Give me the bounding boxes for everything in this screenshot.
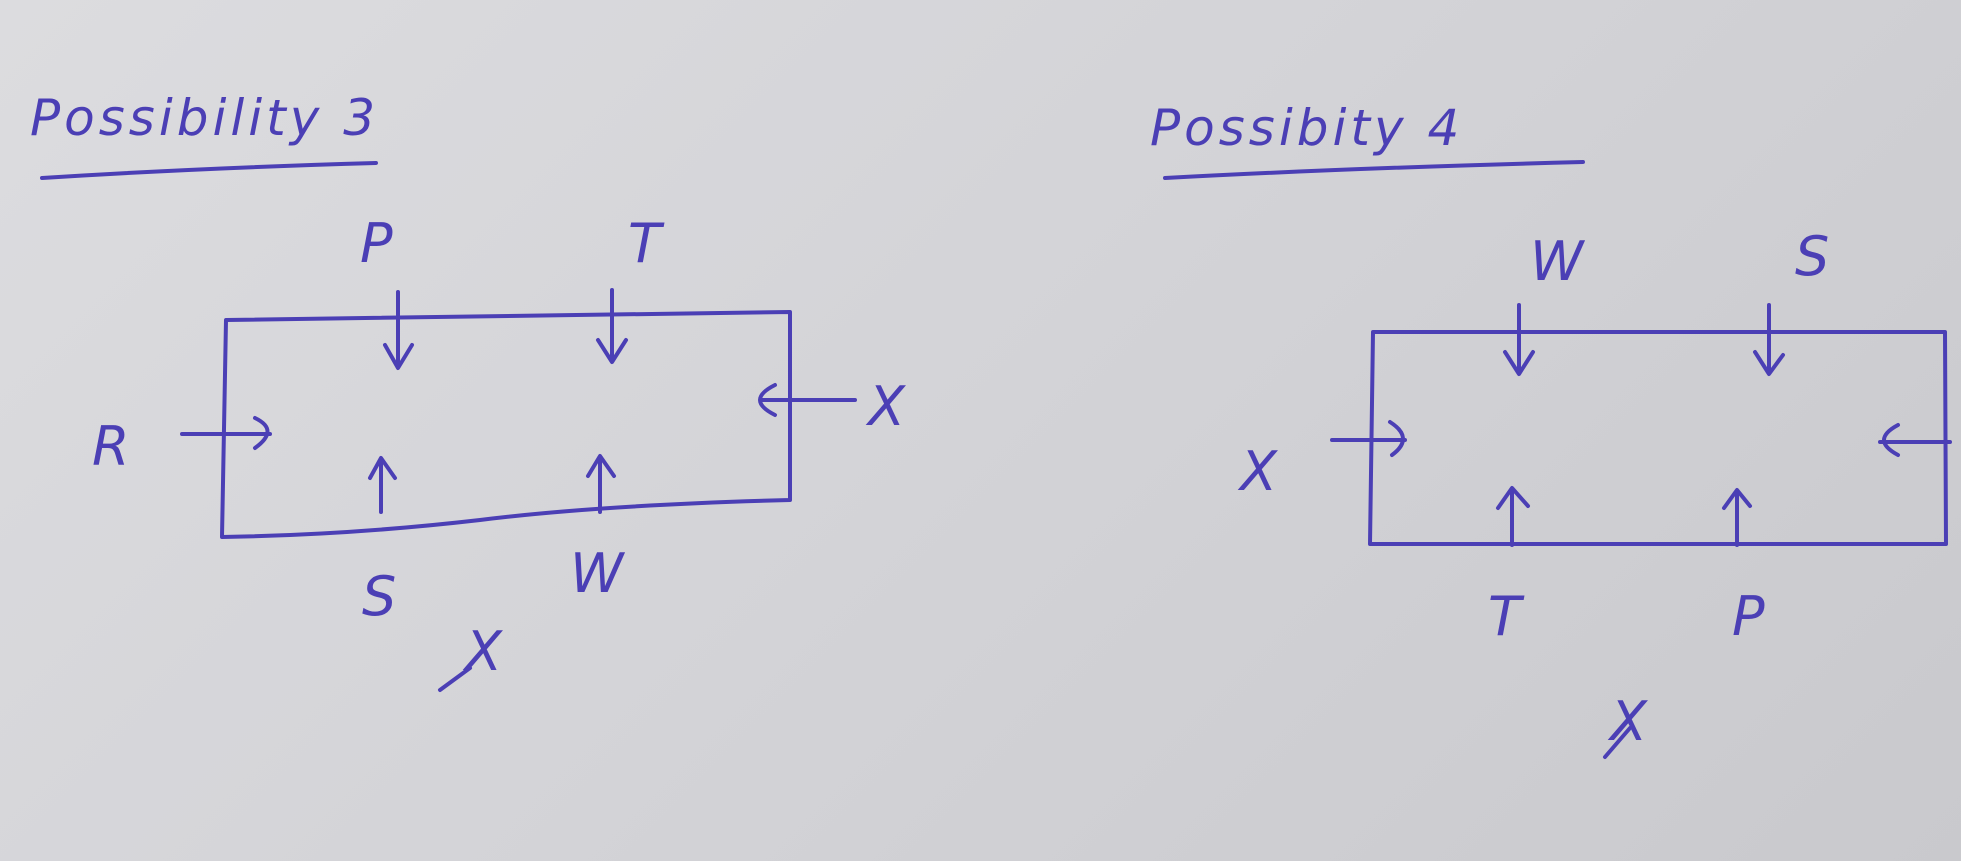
seat-top-2: S [1795,225,1829,288]
possibility-4: Possibity 4 W S T P X X [1150,99,1952,759]
seat-right: X [865,375,906,438]
excluded-person: X [462,620,503,683]
excluded-stroke [1603,726,1632,759]
excluded-person: X [1607,690,1648,753]
seat-bottom-1: T [1488,585,1525,648]
possibility-3: Possibility 3 P T S W R X X [30,89,906,692]
seat-bottom-2: P [1732,585,1765,648]
title-possibility-3: Possibility 3 [30,89,379,147]
title-possibility-4: Possibity 4 [1150,99,1463,157]
seat-bottom-1: S [362,565,396,628]
table-rectangle [220,310,792,539]
table-rectangle [1368,330,1948,546]
title-underline [1163,160,1585,180]
seat-top-1: W [1530,230,1586,293]
excluded-stroke [438,666,472,692]
seat-top-2: T [628,212,665,275]
seat-left: X [1237,440,1278,503]
title-underline [40,161,378,180]
facing-arrows [180,288,857,514]
facing-arrows [1330,303,1952,547]
seat-left: R [92,415,130,478]
seat-bottom-2: W [570,542,626,605]
seat-top-1: P [360,212,393,275]
